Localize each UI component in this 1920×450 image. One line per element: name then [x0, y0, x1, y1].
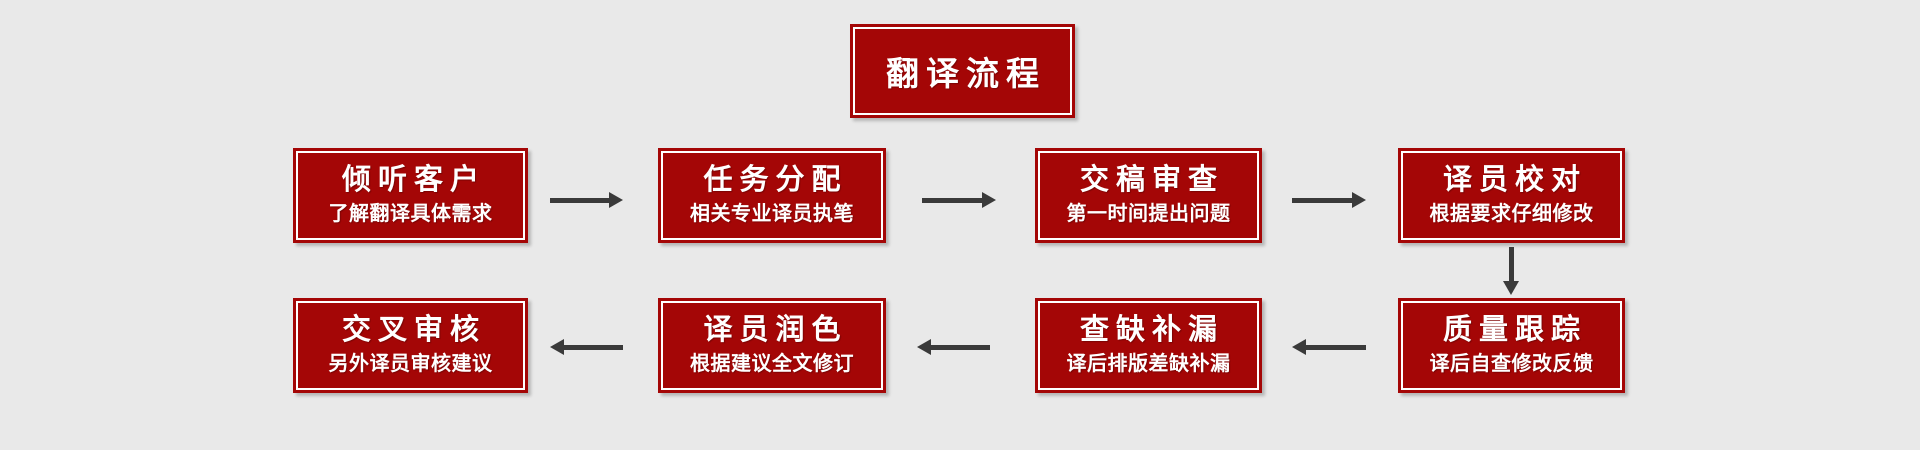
step-box-translator-proofreading: 译员校对 根据要求仔细修改	[1398, 148, 1625, 243]
step-title: 译员校对	[1442, 164, 1587, 197]
arrow-left-icon	[917, 339, 990, 355]
step-title: 任务分配	[703, 164, 848, 197]
step-box-cross-review: 交叉审核 另外译员审核建议	[293, 298, 528, 393]
step-subtitle: 根据建议全文修订	[690, 352, 854, 375]
step-subtitle: 译后自查修改反馈	[1429, 352, 1594, 375]
arrow-left-icon	[1292, 339, 1366, 355]
flow-title-box-inner: 翻译流程	[853, 27, 1072, 115]
arrow-right-icon	[922, 192, 996, 208]
step-subtitle: 相关专业译员执笔	[690, 202, 854, 225]
step-title: 译员润色	[703, 314, 848, 347]
step-box-listen-customer: 倾听客户 了解翻译具体需求	[293, 148, 528, 243]
step-box-inner: 译员润色 根据建议全文修订	[661, 301, 883, 390]
step-box-inner: 质量跟踪 译后自查修改反馈	[1401, 301, 1622, 390]
arrow-down-icon	[1503, 247, 1519, 295]
step-title: 查缺补漏	[1079, 314, 1224, 347]
step-box-task-assignment: 任务分配 相关专业译员执笔	[658, 148, 886, 243]
arrow-right-icon	[550, 192, 623, 208]
step-subtitle: 根据要求仔细修改	[1429, 202, 1594, 225]
step-box-gap-filling: 查缺补漏 译后排版差缺补漏	[1035, 298, 1262, 393]
step-box-inner: 译员校对 根据要求仔细修改	[1401, 151, 1622, 240]
step-box-draft-review: 交稿审查 第一时间提出问题	[1035, 148, 1262, 243]
step-box-translator-polishing: 译员润色 根据建议全文修订	[658, 298, 886, 393]
step-box-quality-tracking: 质量跟踪 译后自查修改反馈	[1398, 298, 1625, 393]
arrow-right-icon	[1292, 192, 1366, 208]
step-subtitle: 另外译员审核建议	[328, 352, 493, 375]
page-title: 翻译流程	[886, 55, 1046, 92]
step-title: 质量跟踪	[1442, 314, 1587, 347]
flow-title-box: 翻译流程	[850, 24, 1075, 118]
step-subtitle: 第一时间提出问题	[1066, 202, 1231, 225]
step-box-inner: 任务分配 相关专业译员执笔	[661, 151, 883, 240]
step-subtitle: 了解翻译具体需求	[328, 202, 493, 225]
step-title: 交稿审查	[1079, 164, 1224, 197]
step-box-inner: 倾听客户 了解翻译具体需求	[296, 151, 525, 240]
step-box-inner: 查缺补漏 译后排版差缺补漏	[1038, 301, 1259, 390]
arrow-left-icon	[550, 339, 623, 355]
step-title: 交叉审核	[341, 314, 486, 347]
step-subtitle: 译后排版差缺补漏	[1066, 352, 1231, 375]
step-box-inner: 交叉审核 另外译员审核建议	[296, 301, 525, 390]
step-box-inner: 交稿审查 第一时间提出问题	[1038, 151, 1259, 240]
step-title: 倾听客户	[341, 164, 486, 197]
